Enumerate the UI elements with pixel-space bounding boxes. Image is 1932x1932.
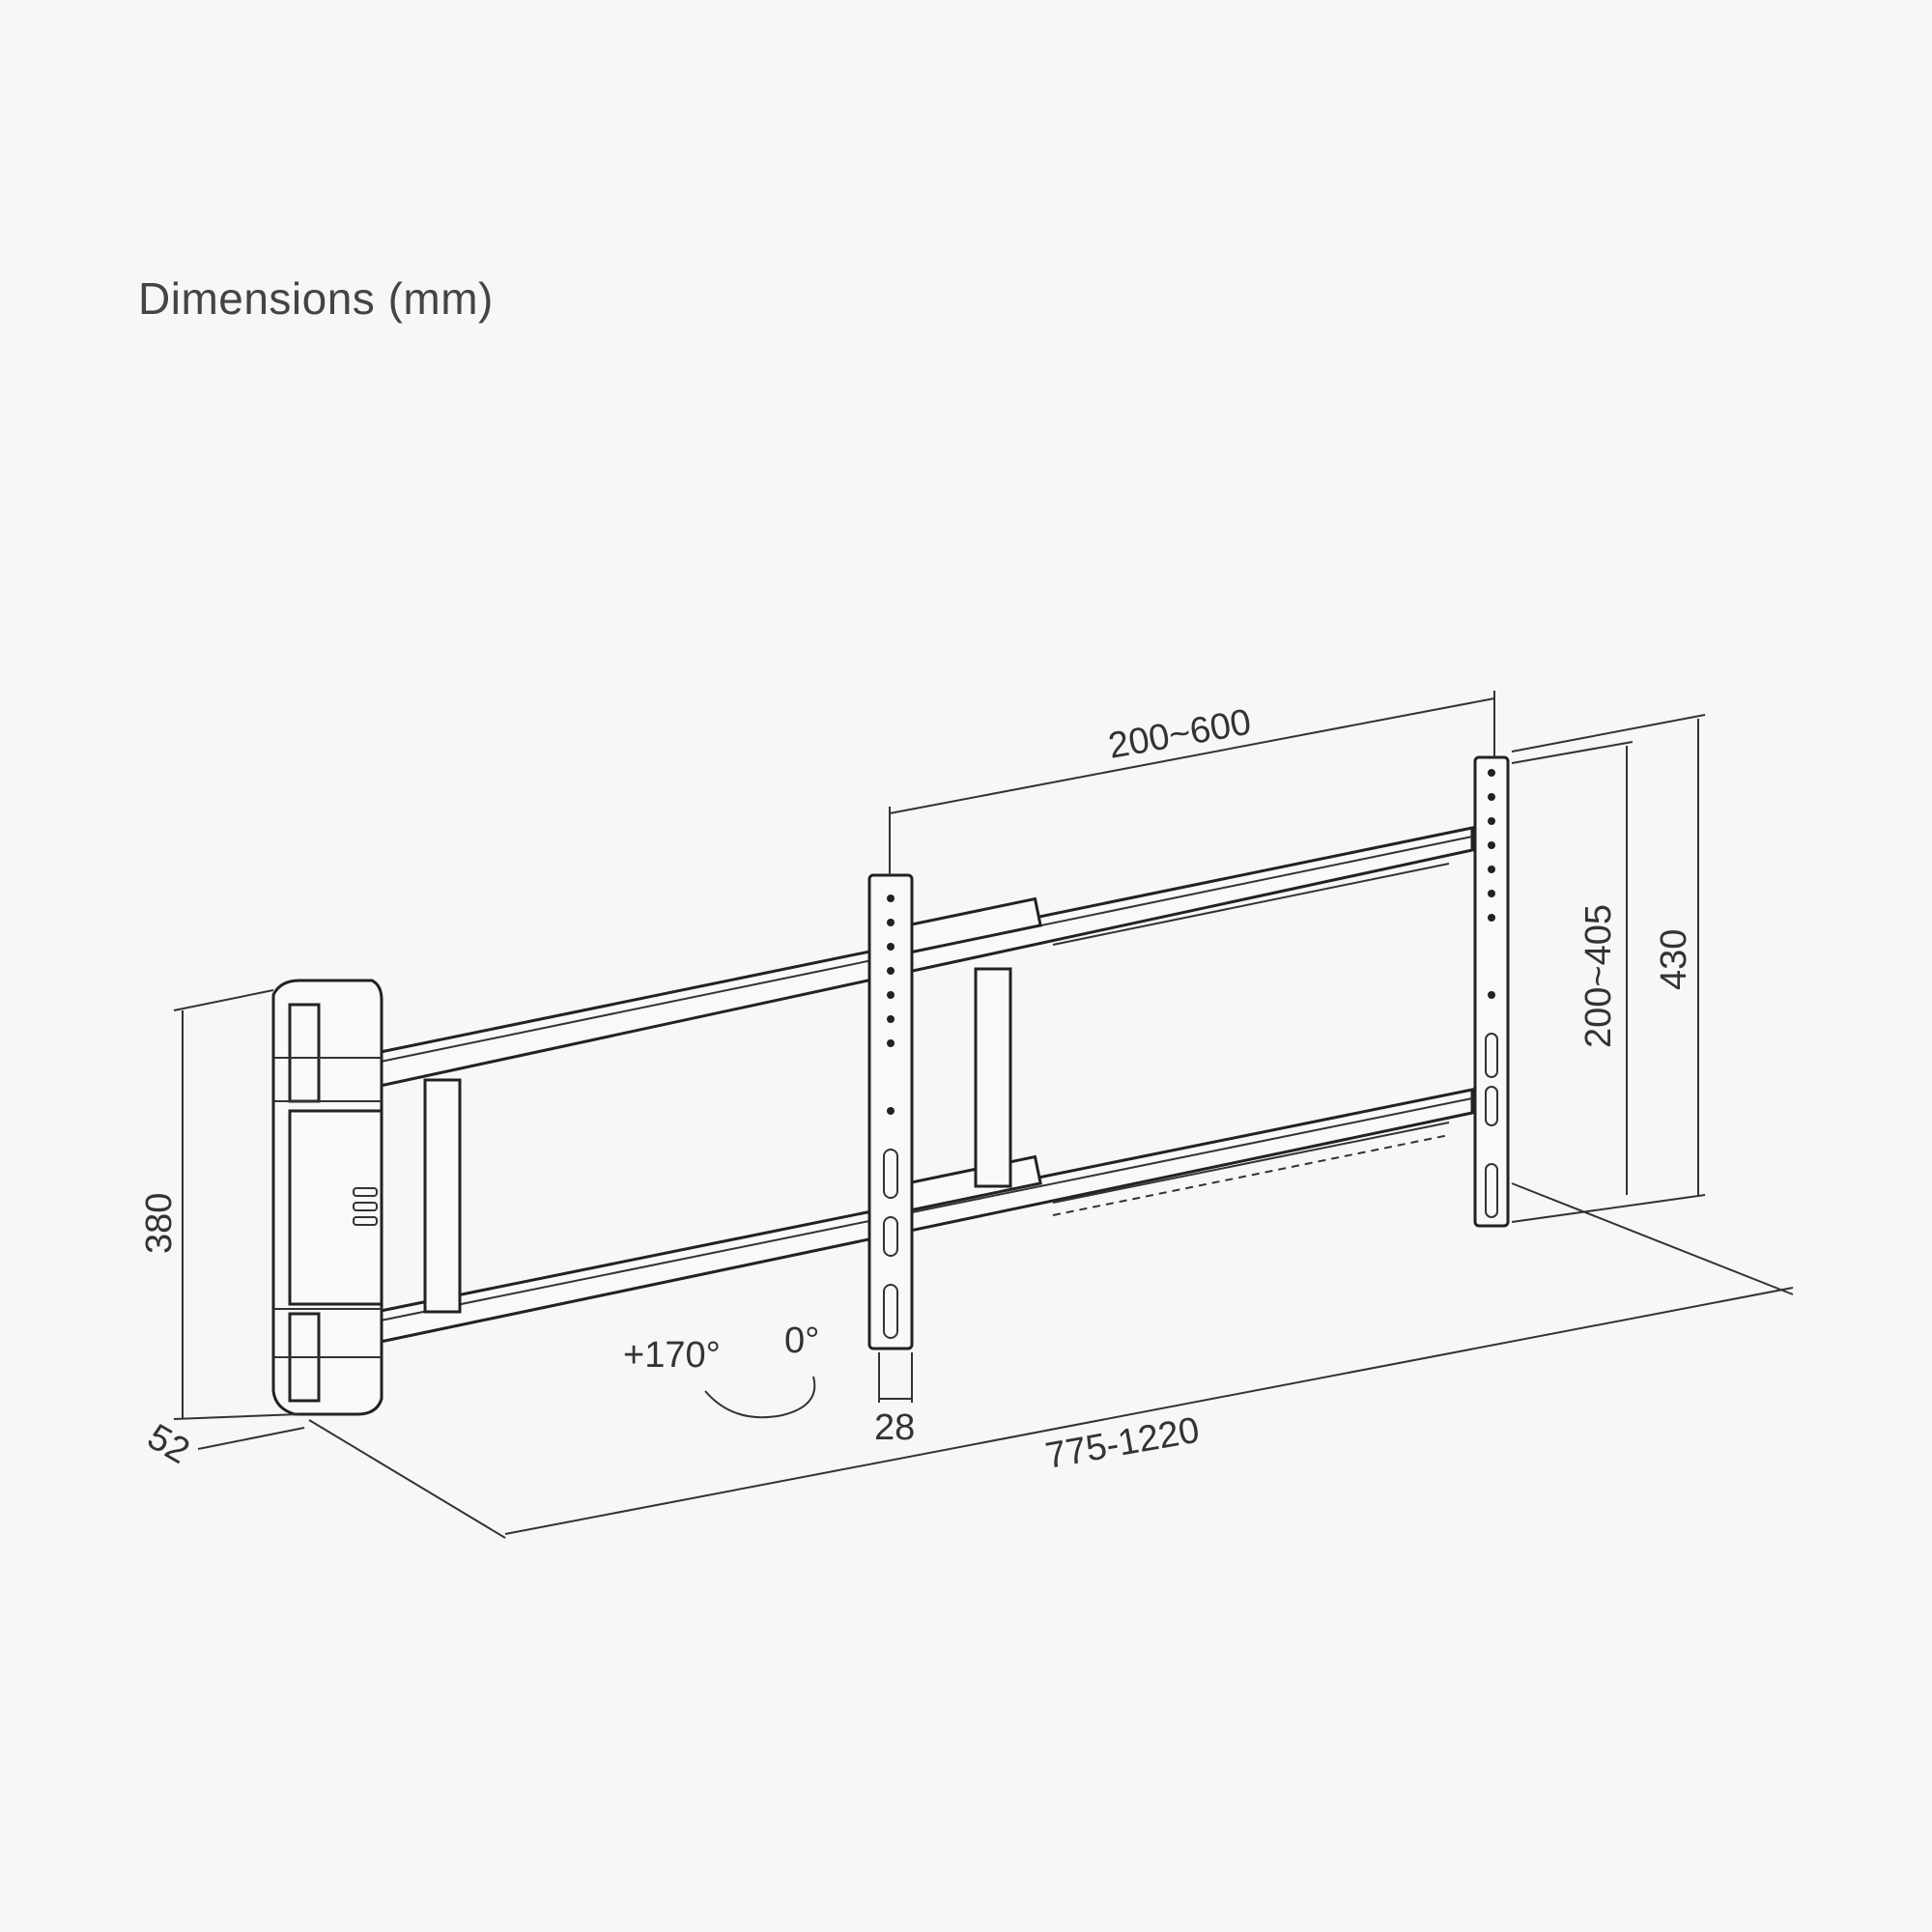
left-vesa-bracket [867,873,914,1350]
upper-arm [374,826,1474,1089]
lower-arm [374,1088,1474,1345]
rail-slots [1052,863,1450,1216]
dim-extension: 775-1220 [1042,1410,1202,1477]
dim-wall-plate-depth: 52 [141,1416,197,1472]
right-vesa-bracket [1473,755,1510,1228]
diagram-title: Dimensions (mm) [138,273,494,324]
swivel-max-label: +170° [623,1335,721,1376]
swivel-arrow-icon [704,1376,816,1419]
dim-vesa-horizontal: 200~600 [1105,702,1254,767]
dim-wall-plate-height: 380 [139,1193,180,1254]
dim-bracket-width: 28 [874,1407,915,1448]
wall-column [271,979,384,1416]
dimension-lines [173,691,1794,1539]
swivel-min-label: 0° [784,1321,819,1361]
dim-vesa-vertical: 200~405 [1578,904,1619,1048]
arm-crossbars [423,967,1012,1314]
dim-plate-height: 430 [1654,929,1694,990]
